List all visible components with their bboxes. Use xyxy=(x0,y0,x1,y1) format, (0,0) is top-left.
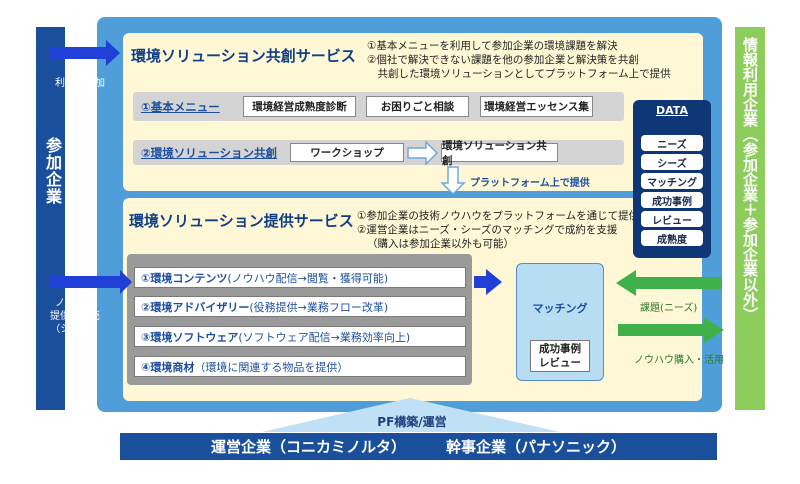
offerings-to-matching-arrow xyxy=(474,269,502,295)
provision-note-2: ②運営企業はニーズ・シーズのマッチングで成約を支援 xyxy=(357,224,618,236)
knowhow-line-2: 提供・販売 xyxy=(50,311,100,322)
workshop-box: ワークショップ xyxy=(290,143,404,162)
offering-item: ③環境ソフトウェア(ソフトウェア配信→業務効率向上) xyxy=(134,326,466,347)
offering-desc: （環境に関連する物品を提供） xyxy=(194,360,349,374)
cocreation-notes: ①基本メニューを利用して参加企業の環境課題を解決 ②個社で解決できない課題を他の… xyxy=(367,39,671,81)
provide-on-platform-label: プラットフォーム上で提供 xyxy=(470,178,590,189)
provision-note-1: ①参加企業の技術ノウハウをプラットフォームを通じて提供 xyxy=(357,210,640,222)
purchase-arrow xyxy=(618,317,724,343)
data-item: マッチング xyxy=(641,173,703,189)
offering-desc: (ノウハウ配信→閲覧・獲得可能) xyxy=(227,271,389,285)
knowhow-arrow xyxy=(50,270,132,294)
solution-cocreation-box: 環境ソリューション共創 xyxy=(441,140,558,167)
use-join-arrow xyxy=(50,40,120,66)
cocreation-band-label: ②環境ソリューション共創 xyxy=(141,146,278,160)
platform-build-label: PF構築/運営 xyxy=(377,415,447,429)
knowhow-line-3: （シーズ） xyxy=(50,324,100,335)
workshop-arrow xyxy=(407,140,439,166)
offering-name: ①環境コンテンツ xyxy=(141,271,228,285)
platform-triangle xyxy=(262,398,560,432)
knowhow-label: ノウハウ 提供・販売 （シーズ） xyxy=(50,297,100,336)
cocreation-service-title: 環境ソリューション共創サービス xyxy=(131,47,356,65)
info-user-companies-bar: 情報利用企業（参加企業＋参加企業以外） xyxy=(735,27,765,410)
issue-needs-label: 課題(ニーズ) xyxy=(640,303,698,314)
offering-item: ②環境アドバイザリー(役務提供→業務フロー改革) xyxy=(134,296,466,317)
consultation-box: お困りごと相談 xyxy=(366,96,469,117)
data-item: シーズ xyxy=(641,154,703,170)
cocreation-note-1: ①基本メニューを利用して参加企業の環境課題を解決 xyxy=(367,40,618,52)
data-item: 成功事例 xyxy=(641,192,703,208)
maturity-diagnosis-box: 環境経営成熟度診断 xyxy=(243,96,356,117)
success-case-label: 成功事例 xyxy=(539,343,581,355)
provision-service-title: 環境ソリューション提供サービス xyxy=(129,212,354,230)
provision-note-3: （購入は参加企業以外も可能） xyxy=(367,238,514,250)
offering-item: ④環境商材（環境に関連する物品を提供） xyxy=(134,356,466,377)
offering-item: ①環境コンテンツ(ノウハウ配信→閲覧・獲得可能) xyxy=(134,267,466,288)
offering-name: ③環境ソフトウェア xyxy=(141,330,239,344)
offering-desc: (役務提供→業務フロー改革) xyxy=(249,300,389,314)
review-label: レビュー xyxy=(539,357,581,369)
offering-name: ④環境商材 xyxy=(141,360,195,374)
participant-companies-label: 参加企業 xyxy=(43,137,62,205)
use-join-label: 利用・参加 xyxy=(55,78,105,89)
lead-company: 幹事企業（パナソニック） xyxy=(446,438,627,456)
essence-collection-box: 環境経営エッセンス集 xyxy=(480,96,593,117)
matching-label: マッチング xyxy=(532,302,588,315)
cocreation-note-3: 共創した環境ソリューションとしてプラットフォーム上で提供 xyxy=(367,68,671,80)
info-user-companies-label: 情報利用企業（参加企業＋参加企業以外） xyxy=(741,37,759,322)
operator-company: 運営企業（コニカミノルタ） xyxy=(210,438,406,456)
data-item: ニーズ xyxy=(641,135,703,151)
data-store-title: DATA xyxy=(656,104,688,117)
offering-name: ②環境アドバイザリー xyxy=(141,300,250,314)
needs-arrow xyxy=(616,270,722,296)
cocreation-note-2: ②個社で解決できない課題を他の参加企業と解決策を共創 xyxy=(367,54,639,66)
knowhow-purchase-label: ノウハウ購入・活用 xyxy=(634,355,724,366)
offering-desc: (ソフトウェア配信→業務効率向上) xyxy=(238,330,411,344)
participant-companies-bar: 参加企業 xyxy=(36,27,65,410)
data-item: レビュー xyxy=(641,211,703,227)
knowhow-line-1: ノウハウ xyxy=(55,298,95,309)
data-item: 成熟度 xyxy=(641,230,703,246)
basic-menu-label: ①基本メニュー xyxy=(141,100,220,114)
matching-results-box: 成功事例 レビュー xyxy=(530,340,590,372)
operators-bar: 運営企業（コニカミノルタ） 幹事企業（パナソニック） xyxy=(120,433,717,460)
provide-down-arrow xyxy=(440,166,466,196)
provision-notes: ①参加企業の技術ノウハウをプラットフォームを通じて提供 ②運営企業はニーズ・シー… xyxy=(357,209,639,251)
